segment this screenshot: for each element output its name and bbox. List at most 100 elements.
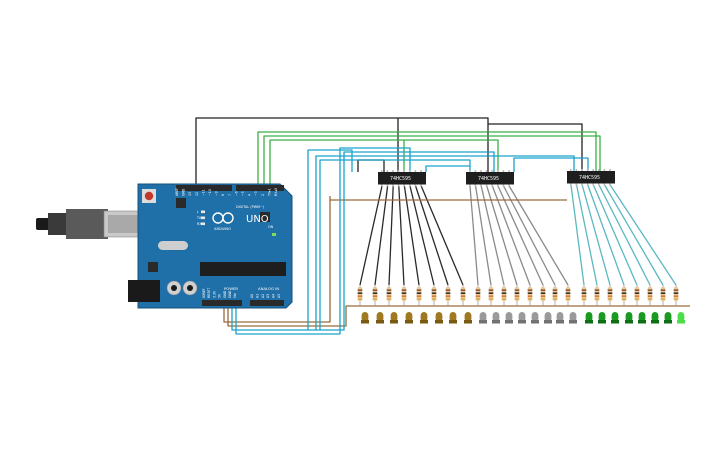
led [569, 312, 577, 324]
chip-pin [575, 183, 578, 186]
resistor-band [565, 298, 571, 300]
power-pin-label: Vin [233, 293, 237, 298]
cyan-wire-4 [319, 159, 471, 330]
cyan-link-wire [425, 165, 470, 172]
chip-pin [474, 184, 477, 187]
chip-output-wire [503, 185, 556, 286]
led [598, 312, 606, 324]
resistor [372, 285, 378, 306]
resistor-band [357, 298, 363, 300]
digital-pin-label: 2 [261, 194, 265, 196]
resistor [445, 285, 451, 306]
led-body [531, 312, 539, 322]
resistor [416, 285, 422, 306]
chip-output-wire [575, 184, 598, 286]
resistor-band [431, 295, 437, 297]
digital-pin-label: ~5 [241, 191, 245, 196]
led-body [677, 312, 685, 322]
led [479, 312, 487, 324]
chip-pin [497, 184, 499, 187]
chip-output-wire [508, 185, 569, 286]
led-rim [611, 320, 619, 324]
resistor-band [660, 289, 666, 291]
chip-output-wire [398, 185, 405, 286]
resistor-band [514, 289, 520, 291]
resistor-band [581, 295, 587, 297]
chip-pin [491, 184, 493, 187]
resistor [565, 285, 571, 306]
analog-label: ANALOG IN [258, 286, 279, 291]
digital-pin-label: 13 [188, 192, 192, 196]
chip-output-wire [497, 185, 544, 286]
resistor-band [634, 298, 640, 300]
digital-pin-label: ~10 [208, 189, 212, 196]
chip-output-wire [480, 185, 505, 286]
led [677, 312, 685, 324]
led-body [556, 312, 564, 322]
led [556, 312, 564, 324]
power-jack [128, 280, 160, 302]
chip-pin [409, 170, 411, 173]
resistor-band [621, 295, 627, 297]
resistor-band [565, 292, 571, 294]
led-rim [405, 320, 413, 324]
led-rim [390, 320, 398, 324]
chip-output-wire [604, 184, 664, 286]
digital-pin-label: ~11 [201, 189, 205, 196]
chip-label: 74HC595 [390, 176, 411, 182]
chip-pin [508, 170, 510, 173]
digital-pin-label: 4 [248, 194, 252, 196]
resistor-band [552, 289, 558, 291]
resistor-band [673, 289, 679, 291]
chip-label: 74HC595 [579, 175, 600, 181]
resistor-band [416, 295, 422, 297]
resistor-band [386, 298, 392, 300]
led-body [505, 312, 513, 322]
resistor-band [514, 295, 520, 297]
resistor-band [634, 295, 640, 297]
led-body [518, 312, 526, 322]
led-rim [677, 320, 685, 324]
analog-pin-label: A4 [272, 294, 276, 298]
analog-pin-label: A1 [255, 294, 259, 298]
led [638, 312, 646, 324]
resistor-band [647, 295, 653, 297]
chip-pin [480, 184, 482, 187]
led [611, 312, 619, 324]
resistor-band [621, 298, 627, 300]
chip-pin [386, 170, 389, 173]
resistor-band [527, 298, 533, 300]
resistor [357, 285, 363, 306]
led-rim [420, 320, 428, 324]
resistor-band [431, 289, 437, 291]
resistor-band [660, 295, 666, 297]
led [435, 312, 443, 324]
digital-pin-label: 7 [228, 194, 232, 196]
chip-pin [592, 183, 594, 186]
power-pin-label: IOREF [202, 288, 206, 298]
resistor [634, 285, 640, 306]
chip-pin [586, 183, 589, 186]
chip-pin [409, 184, 411, 187]
shift-register-chip: 74HC595 [466, 170, 514, 187]
resistor-band [475, 289, 481, 291]
indicator-led [201, 210, 205, 214]
resistor [540, 285, 546, 306]
resistor-band [475, 298, 481, 300]
led-body [585, 312, 593, 322]
power-pin-label: RESET [207, 288, 211, 298]
chip-label: 74HC595 [478, 176, 499, 182]
atmega-chip [200, 262, 286, 276]
led-body [664, 312, 672, 322]
resistor-band [581, 292, 587, 294]
chip-pin [609, 169, 611, 172]
digital-pin-label: 8 [221, 194, 225, 196]
chip-pin [570, 169, 572, 172]
cyan-wire-3 [315, 155, 575, 330]
chip-output-wire [491, 185, 531, 286]
resistor-band [607, 298, 613, 300]
led-body [376, 312, 384, 322]
resistor-band [372, 295, 378, 297]
resistor-band [514, 298, 520, 300]
led [664, 312, 672, 324]
